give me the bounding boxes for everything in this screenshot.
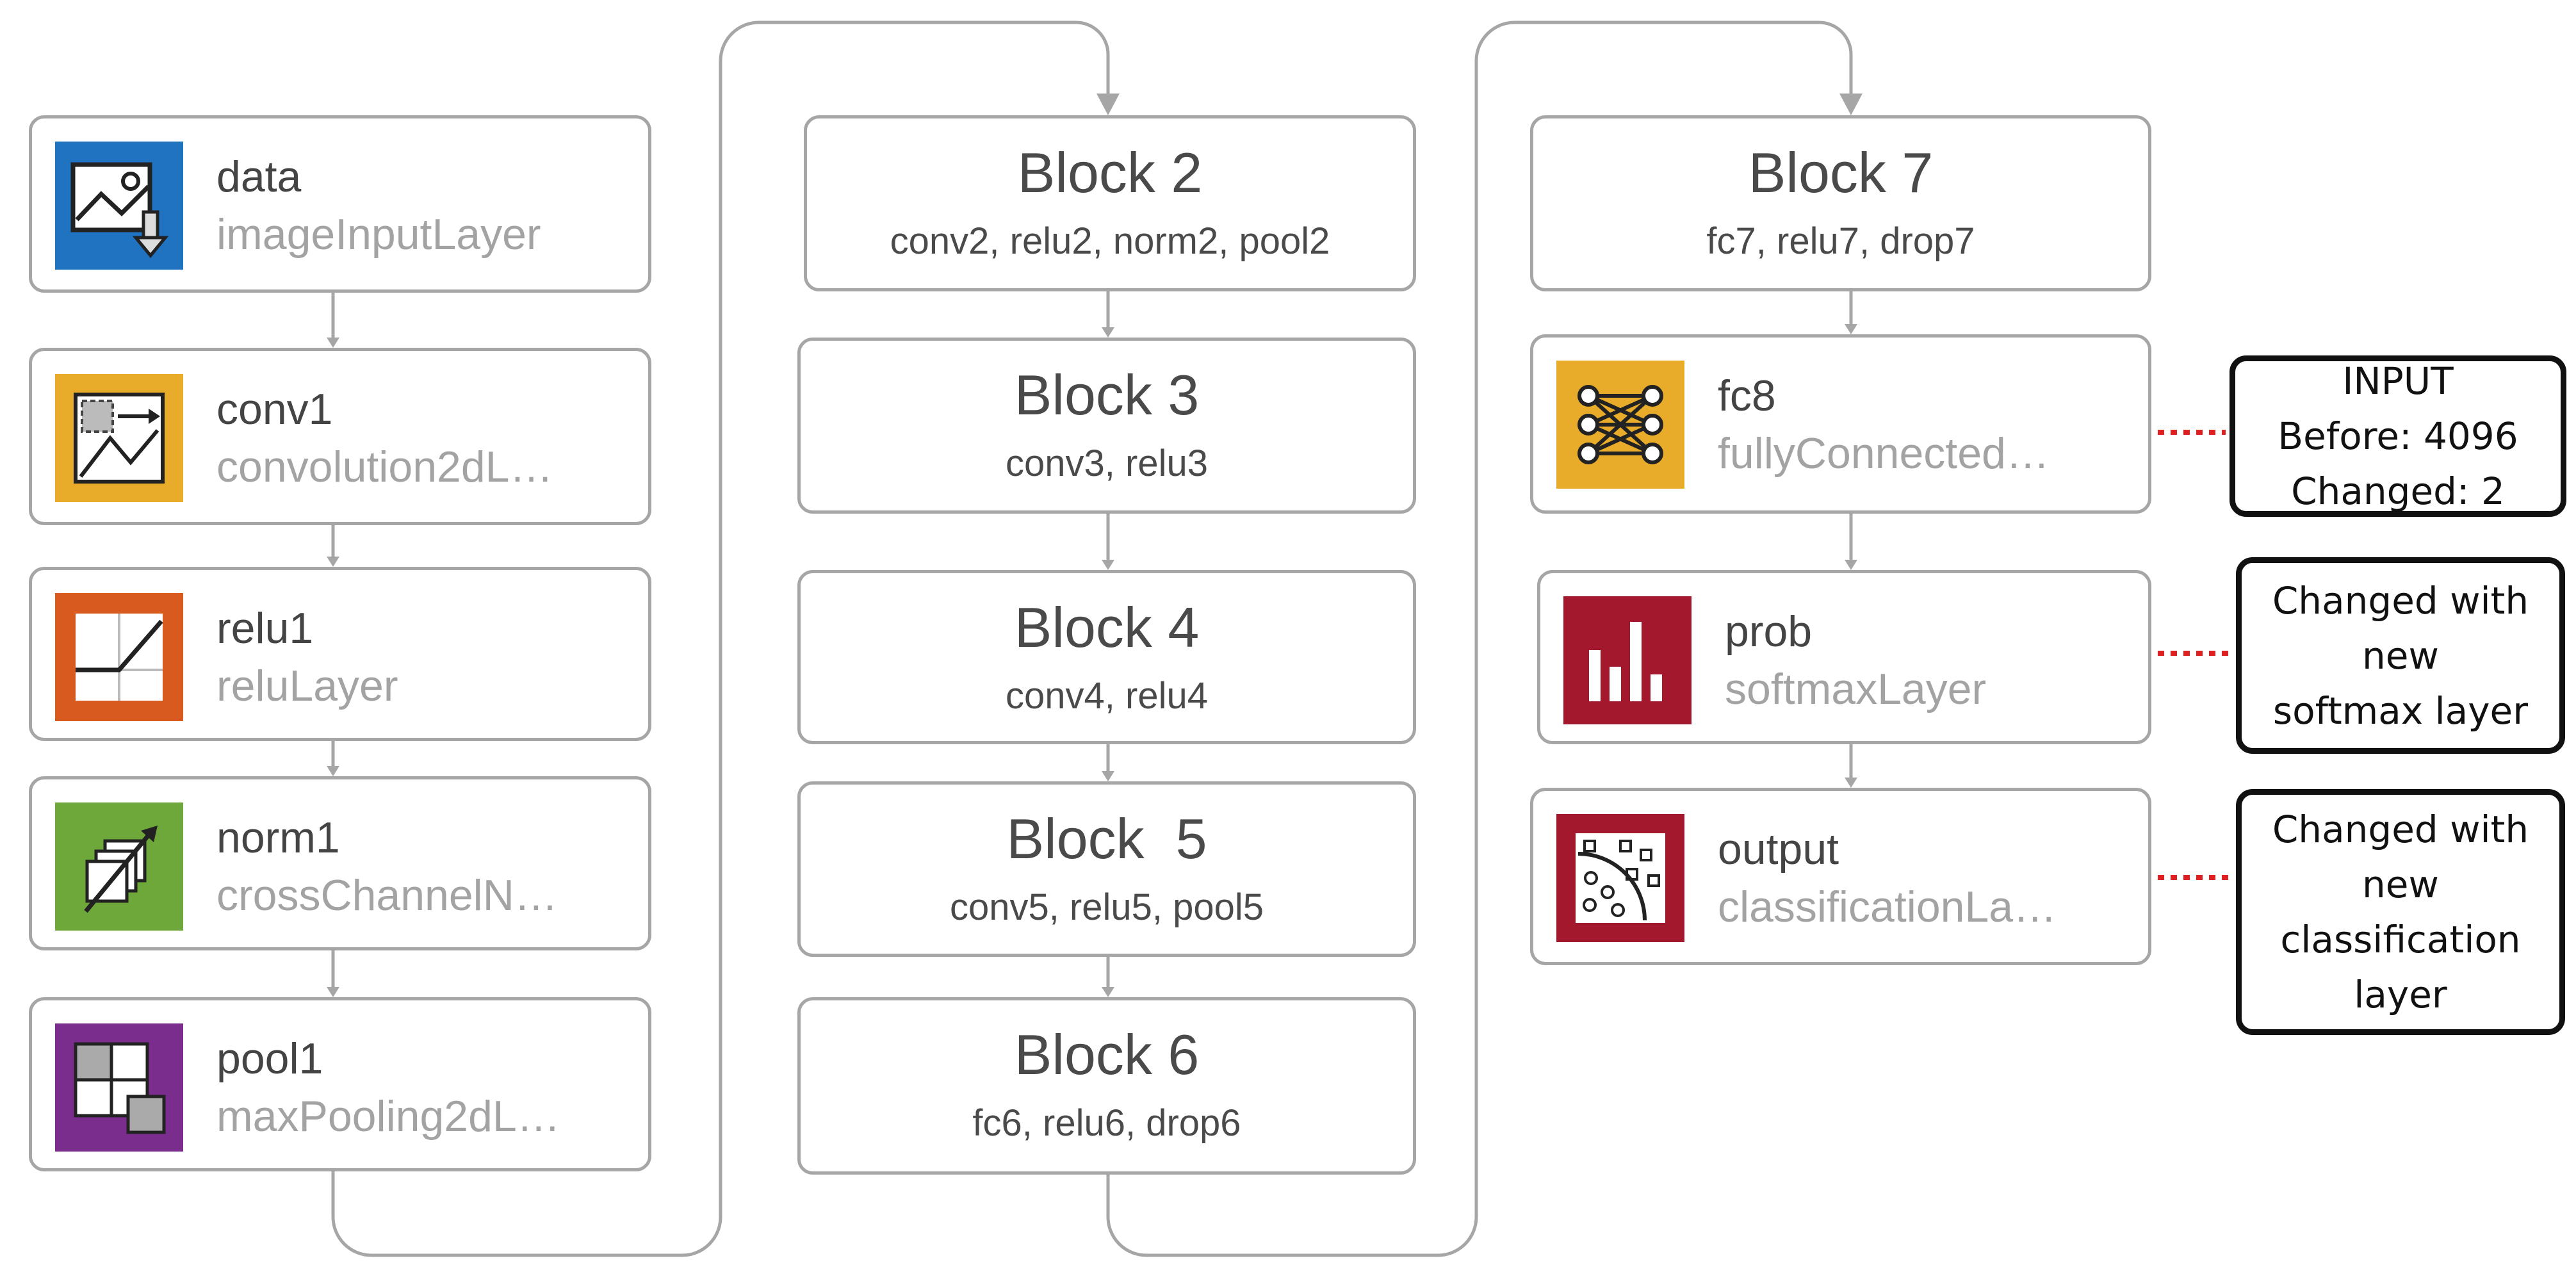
layer-type: convolution2dL… (216, 443, 553, 491)
block-title: Block 5 (1006, 807, 1207, 870)
layer-type: softmaxLayer (1725, 665, 1987, 713)
layer-node-conv1[interactable]: conv1 convolution2dL… (29, 348, 651, 525)
block-node-6[interactable]: Block 6 fc6, relu6, drop6 (797, 997, 1416, 1175)
max-pooling-icon (55, 1023, 183, 1152)
block-title: Block 3 (1014, 363, 1200, 427)
layer-type: maxPooling2dL… (216, 1092, 560, 1141)
block-node-5[interactable]: Block 5 conv5, relu5, pool5 (797, 781, 1416, 957)
layer-name: fc8 (1718, 371, 1776, 420)
layer-node-pool1[interactable]: pool1 maxPooling2dL… (29, 997, 651, 1171)
layer-node-data[interactable]: data imageInputLayer (29, 115, 651, 293)
fully-connected-icon (1556, 361, 1684, 489)
layer-name: norm1 (216, 813, 340, 862)
block-title: Block 6 (1014, 1023, 1200, 1086)
layer-node-output[interactable]: output classificationLa… (1530, 788, 2151, 965)
block-node-4[interactable]: Block 4 conv4, relu4 (797, 570, 1416, 744)
layer-node-prob[interactable]: prob softmaxLayer (1537, 570, 2151, 744)
block-subtitle: conv2, relu2, norm2, pool2 (890, 220, 1330, 262)
block-title: Block 4 (1014, 596, 1200, 659)
block-subtitle: conv3, relu3 (1006, 443, 1208, 484)
softmax-icon (1563, 596, 1692, 724)
block-subtitle: conv5, relu5, pool5 (949, 886, 1264, 928)
layer-type: classificationLa… (1718, 883, 2057, 931)
layer-name: output (1718, 825, 1839, 874)
layer-type: reluLayer (216, 662, 398, 710)
convolution-icon (55, 374, 183, 502)
block-subtitle: fc7, relu7, drop7 (1706, 220, 1975, 262)
layer-name: relu1 (216, 604, 314, 653)
layer-name: conv1 (216, 385, 333, 434)
layer-name: prob (1725, 607, 1813, 656)
block-subtitle: conv4, relu4 (1006, 675, 1208, 717)
layer-type: fullyConnected… (1718, 429, 2050, 478)
layer-node-norm1[interactable]: norm1 crossChannelN… (29, 776, 651, 950)
block-node-3[interactable]: Block 3 conv3, relu3 (797, 338, 1416, 514)
relu-icon (55, 593, 183, 721)
normalization-icon (55, 802, 183, 931)
image-input-icon (55, 142, 183, 270)
block-title: Block 2 (1017, 141, 1203, 204)
layer-name: pool1 (216, 1034, 323, 1083)
layer-type: crossChannelN… (216, 871, 558, 920)
classification-icon (1556, 814, 1684, 942)
block-subtitle: fc6, relu6, drop6 (972, 1102, 1241, 1144)
layer-type: imageInputLayer (216, 210, 541, 259)
layer-node-fc8[interactable]: fc8 fullyConnected… (1530, 334, 2151, 514)
block-node-2[interactable]: Block 2 conv2, relu2, norm2, pool2 (804, 115, 1416, 291)
block-title: Block 7 (1748, 141, 1934, 204)
layer-node-relu1[interactable]: relu1 reluLayer (29, 567, 651, 741)
block-node-7[interactable]: Block 7 fc7, relu7, drop7 (1530, 115, 2151, 291)
layer-name: data (216, 152, 302, 201)
